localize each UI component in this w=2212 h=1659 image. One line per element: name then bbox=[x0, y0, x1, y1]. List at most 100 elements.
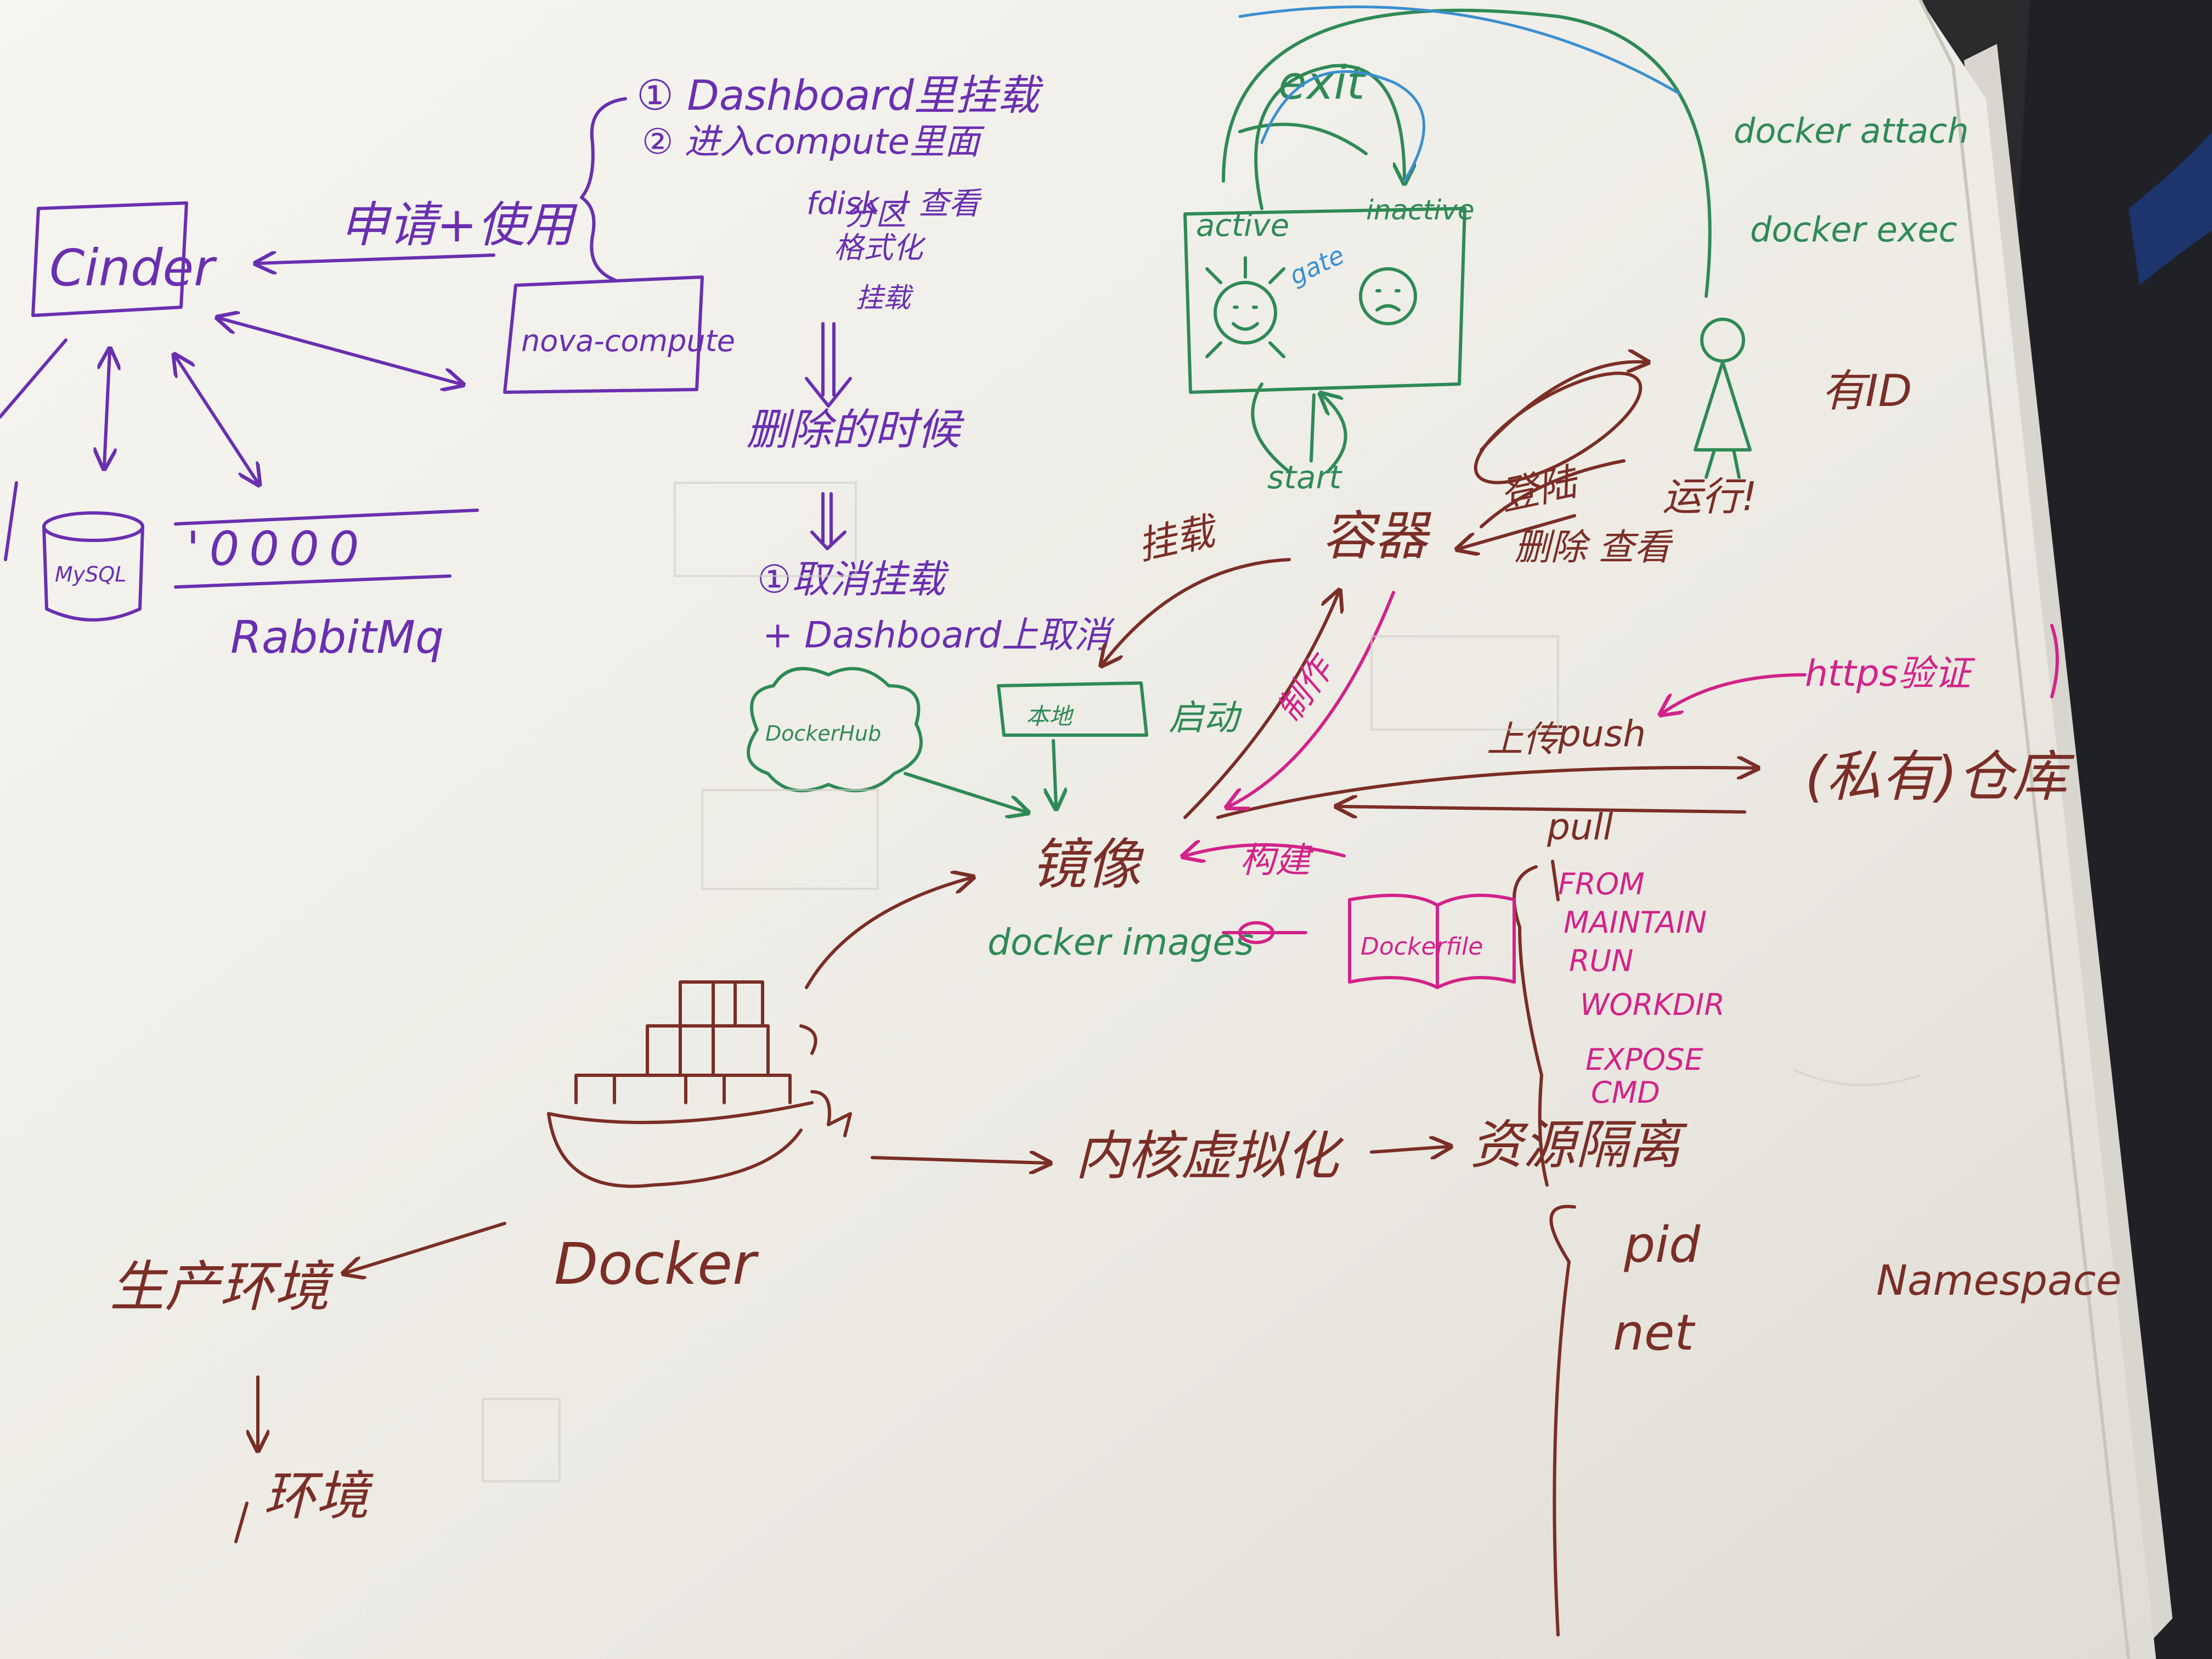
step2-label: ② 进入compute里面 bbox=[642, 122, 985, 162]
docker-exec-label: docker exec bbox=[1750, 210, 1957, 250]
rabbitmq-label: RabbitMq bbox=[230, 612, 444, 664]
push-label: push bbox=[1558, 713, 1646, 755]
local-label: 本地 bbox=[1026, 703, 1074, 730]
dockerfile-brace-top bbox=[1551, 860, 1560, 901]
start-label: start bbox=[1267, 459, 1342, 496]
running-label: 运行! bbox=[1662, 473, 1757, 520]
exit-label: exit bbox=[1278, 56, 1367, 110]
arrow-apply-use bbox=[258, 255, 495, 263]
openstack-text: Cinder nova-compute MySQL '0000 RabbitMq… bbox=[49, 71, 1115, 664]
resource-isolation-label: 资源隔离 bbox=[1470, 1114, 1688, 1176]
faint-box-4 bbox=[482, 1398, 561, 1482]
env-label: 环境 bbox=[263, 1465, 374, 1527]
arrow-https bbox=[1662, 673, 1807, 713]
arrow-ship-to-image bbox=[805, 878, 971, 989]
down-arrow-2 bbox=[810, 492, 847, 550]
sun-rays bbox=[1205, 256, 1285, 358]
dashboard-cancel-label: + Dashboard上取消 bbox=[763, 614, 1115, 656]
start-loop-left bbox=[1251, 382, 1291, 473]
dockerfile-brace bbox=[1513, 865, 1549, 1187]
notebook-page bbox=[0, 0, 2156, 1659]
namespace-label: Namespace bbox=[1876, 1256, 2121, 1305]
partition-label: 分区 bbox=[845, 197, 910, 233]
arrow-cinder-left bbox=[0, 338, 67, 419]
docker-green-section bbox=[747, 8, 1752, 812]
ship-deck bbox=[547, 1101, 814, 1124]
nova-compute-box bbox=[503, 275, 704, 394]
step1-label: ① Dashboard里挂载 bbox=[636, 71, 1043, 120]
expose-label: EXPOSE bbox=[1585, 1042, 1703, 1077]
https-label: https验证 bbox=[1805, 652, 1976, 695]
rabbitmq-queue-bottom bbox=[174, 574, 452, 589]
start-arrow-up bbox=[1310, 393, 1316, 462]
pull-label: pull bbox=[1547, 806, 1613, 848]
rabbitmq-queue-top bbox=[174, 509, 479, 526]
mysql-cylinder-body bbox=[42, 525, 144, 622]
docker-brown-section bbox=[234, 353, 1756, 1637]
arrow-push bbox=[1216, 768, 1756, 819]
gate-loop bbox=[1260, 70, 1426, 183]
arrow-docker-to-prod bbox=[346, 1222, 506, 1273]
ship-containers bbox=[574, 980, 792, 1104]
container-state-box bbox=[1183, 207, 1466, 394]
ship-splash bbox=[799, 1024, 817, 1055]
arrow-cinder-mysql bbox=[104, 351, 110, 466]
inactive-frown bbox=[1375, 289, 1401, 312]
has-id-label: 有ID bbox=[1821, 365, 1912, 416]
faint-curve-1 bbox=[1793, 1069, 1921, 1086]
cinder-label: Cinder bbox=[49, 239, 217, 297]
upload-label: 上传 bbox=[1487, 718, 1562, 760]
arrow-ship-to-kernel bbox=[871, 1158, 1048, 1163]
start-cn-label: 启动 bbox=[1169, 698, 1243, 738]
arrow-container-right bbox=[1459, 514, 1576, 549]
unmount-note-label: ①取消挂载 bbox=[757, 557, 950, 602]
show-through-marks bbox=[482, 482, 1921, 1482]
net-label: net bbox=[1613, 1304, 1696, 1362]
arrow-login bbox=[1480, 459, 1626, 528]
left-edge-mark bbox=[4, 481, 18, 561]
ship-tail bbox=[810, 1090, 852, 1137]
env-tick bbox=[234, 1502, 249, 1543]
docker-green-text: DockerHub 本地 docker images active inacti… bbox=[765, 56, 1969, 963]
dockerfile-label: Dockerfile bbox=[1361, 933, 1483, 961]
arrow-local-to-image bbox=[1053, 739, 1056, 806]
blue-object bbox=[2129, 132, 2212, 285]
docker-images-label: docker images bbox=[988, 921, 1254, 963]
format-label: 格式化 bbox=[834, 230, 926, 265]
prod-env-label: 生产环境 bbox=[110, 1255, 335, 1319]
cinder-box bbox=[31, 201, 188, 317]
person-body bbox=[1694, 360, 1752, 452]
page-fold-line bbox=[1918, 0, 2130, 1659]
steps-brace bbox=[580, 97, 627, 281]
exit-loop-inner bbox=[1238, 122, 1368, 155]
commit-oval bbox=[1474, 371, 1643, 484]
docker-hub-label: DockerHub bbox=[765, 721, 881, 746]
arrow-pull bbox=[1339, 806, 1746, 812]
mysql-label: MySQL bbox=[55, 562, 126, 586]
pid-label: pid bbox=[1623, 1216, 1701, 1274]
build-label: 构建 bbox=[1240, 840, 1314, 881]
active-label: active bbox=[1196, 208, 1289, 244]
dockerfile-book bbox=[1348, 894, 1516, 989]
exit-loop-outer bbox=[1254, 64, 1404, 210]
delete-note-label: 删除的时候 bbox=[746, 405, 965, 455]
workdir-label: WORKDIR bbox=[1580, 988, 1725, 1022]
run-label: RUN bbox=[1569, 944, 1633, 978]
arrow-kernel-to-isolation bbox=[1370, 1147, 1448, 1152]
inactive-face bbox=[1359, 267, 1417, 325]
openstack-section bbox=[0, 97, 852, 622]
maintain-label: MAINTAIN bbox=[1564, 905, 1707, 940]
commit-swirl bbox=[1480, 362, 1646, 452]
docker-brown-text: 挂载 容器 镜像 登陆 运行! 删除 查看 有ID 上传 push pull (… bbox=[110, 365, 2121, 1527]
from-label: FROM bbox=[1558, 867, 1645, 901]
start-loop-right bbox=[1322, 395, 1347, 473]
docker-hub-cloud bbox=[747, 667, 923, 793]
private-repo-label: (私有)仓库 bbox=[1805, 744, 2075, 809]
sun-smile bbox=[1232, 306, 1259, 331]
docker-attach-label: docker attach bbox=[1734, 111, 1969, 151]
local-box bbox=[997, 681, 1148, 737]
arrow-cinder-nova bbox=[219, 318, 461, 384]
apply-use-label: 申请+使用 bbox=[340, 196, 578, 253]
person-legs bbox=[1705, 448, 1741, 479]
